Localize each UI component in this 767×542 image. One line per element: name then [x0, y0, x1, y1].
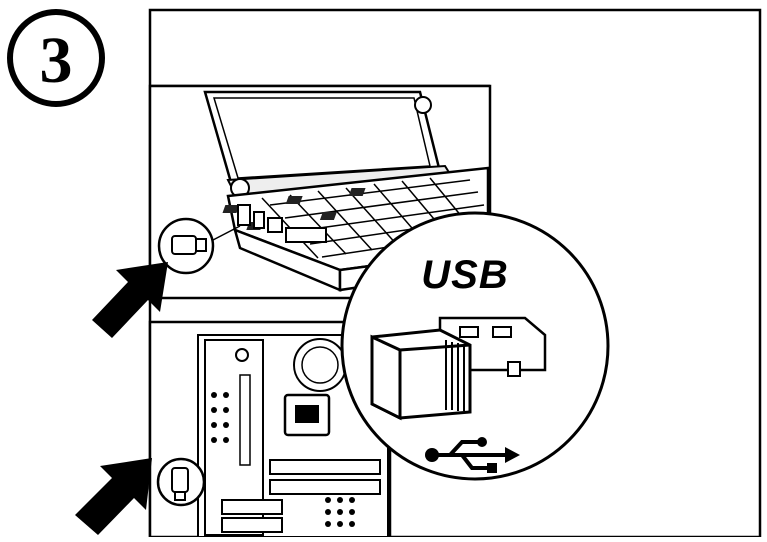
laptop-ports — [237, 204, 327, 243]
desktop-dongle-inset — [156, 457, 206, 507]
desktop-panel — [75, 320, 392, 539]
usb-dongle-icon — [370, 316, 547, 421]
usb-callout: USB — [340, 211, 610, 481]
arrow-icon — [92, 262, 168, 338]
laptop-dongle-inset — [157, 217, 241, 275]
usb-callout-title: USB — [421, 253, 508, 297]
step-badge: 3 — [7, 9, 105, 107]
step-number: 3 — [40, 24, 73, 97]
usb-symbol-icon — [425, 437, 520, 473]
arrow-icon — [75, 458, 152, 535]
